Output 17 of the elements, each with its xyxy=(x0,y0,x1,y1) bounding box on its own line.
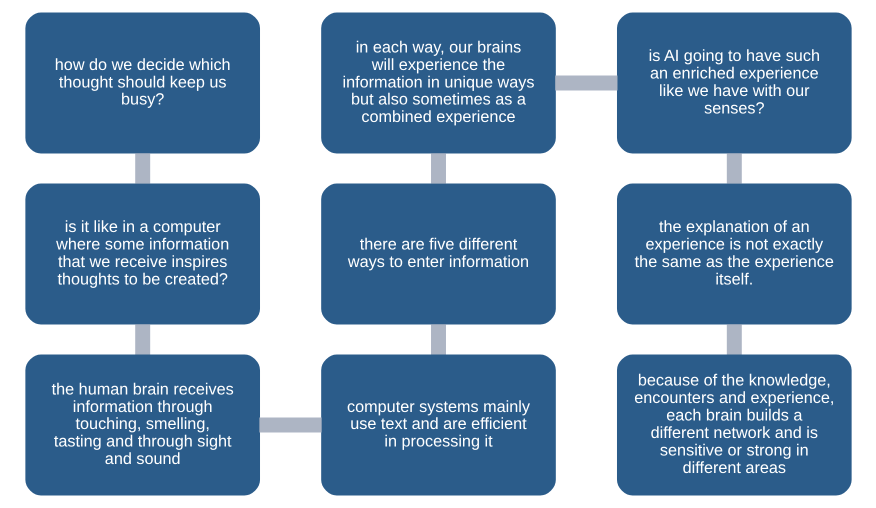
connector xyxy=(430,324,446,355)
connector xyxy=(726,324,742,355)
connector xyxy=(554,76,617,90)
connector xyxy=(134,153,150,184)
node-box: how do we decide which thought should keep us busy? xyxy=(24,12,260,154)
connector xyxy=(134,324,150,355)
node-box: there are five different ways to enter information xyxy=(320,183,556,325)
connector xyxy=(726,153,742,184)
node-box: is AI going to have such an enriched experience like we have with our senses? xyxy=(616,12,852,154)
node-box: computer systems mainly use text and are efficient in processing it xyxy=(320,354,556,496)
node-box: is it like in a computer where some information that we receive inspires thoughts to be created? xyxy=(24,183,260,325)
connector xyxy=(258,418,322,432)
node-box: in each way, our brains will experience the information in unique ways but also sometimes as a combined experience xyxy=(320,12,556,154)
node-box: because of the knowledge, encounters and experience, each brain builds a different network and is sensitive or strong in different areas xyxy=(616,354,852,496)
node-box: the human brain receives information through touching, smelling, tasting and through sight and sound xyxy=(24,354,260,496)
connector xyxy=(430,153,446,184)
node-box: the explanation of an experience is not exactly the same as the experience itself. xyxy=(616,183,852,325)
